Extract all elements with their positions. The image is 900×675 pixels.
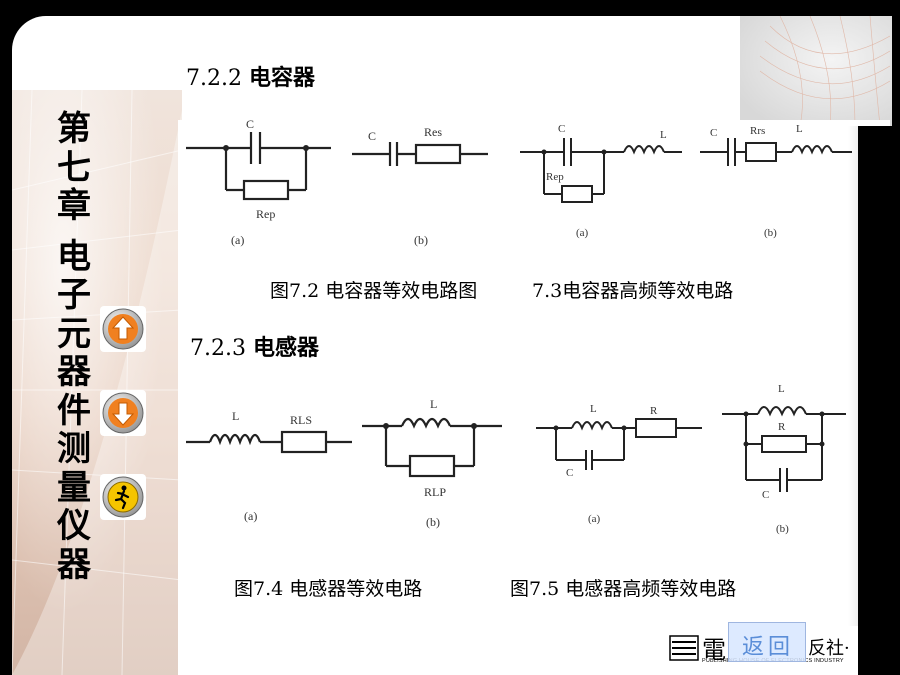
chapter-char: 章 (57, 186, 91, 226)
circuit-fig74-a: L RLS (a) (186, 409, 352, 523)
label-b: (b) (764, 227, 777, 239)
return-button[interactable]: 返回 (728, 622, 806, 662)
circuit-fig72-b: C Res (b) (352, 125, 488, 247)
circuit-fig75-a: L R C (a) (536, 403, 702, 525)
label-C: C (566, 467, 573, 479)
nav-exit-button[interactable] (100, 474, 146, 520)
label-L: L (232, 409, 239, 423)
section-number: 7.2.3 (190, 336, 246, 361)
label-C: C (558, 123, 565, 135)
label-b: (b) (426, 515, 440, 529)
return-button-label: 返回 (741, 635, 794, 660)
exit-runner-icon (102, 476, 144, 518)
right-edge-shade (848, 126, 860, 626)
circuit-fig74-b: L RLP (b) (362, 397, 502, 529)
chapter-char: 子 (57, 275, 91, 315)
label-C: C (762, 489, 769, 501)
nav-up-button[interactable] (100, 306, 146, 352)
chapter-char: 件 (57, 390, 91, 431)
circuit-fig73-a: C L Rep (a) (520, 123, 682, 239)
chapter-char: 元 (57, 313, 91, 354)
chapter-char: 电 (57, 236, 91, 277)
up-arrow-icon (102, 308, 144, 350)
label-a: (a) (576, 227, 589, 239)
chapter-char: 七 (57, 147, 91, 188)
caption-fig73: 7.3电容器高频等效电路 (532, 280, 734, 302)
label-C: C (246, 118, 254, 131)
label-Rrs: Rrs (750, 125, 765, 137)
decorative-wireframe (740, 16, 892, 126)
section-number: 7.2.2 (186, 66, 242, 91)
chapter-char: 器 (57, 352, 91, 392)
section-heading-capacitor: 7.2.2 电容器 (186, 60, 315, 92)
label-a: (a) (244, 509, 257, 523)
chapter-char: 量 (57, 467, 91, 508)
label-L: L (590, 403, 597, 415)
caption-fig75: 图7.5 电感器高频等效电路 (510, 578, 737, 600)
label-a: (a) (231, 233, 244, 247)
section-heading-inductor: 7.2.3 电感器 (190, 330, 319, 362)
label-R: R (650, 405, 658, 417)
label-b: (b) (414, 233, 428, 247)
section-title: 电感器 (252, 336, 319, 361)
label-C: C (710, 127, 717, 139)
circuit-fig73-b: C Rrs L (b) (700, 123, 852, 239)
label-a: (a) (588, 513, 601, 525)
label-C: C (368, 129, 376, 143)
label-b: (b) (776, 523, 789, 535)
publisher-name-left: 電 (702, 636, 726, 664)
publisher-name-right: 反社· (808, 638, 850, 659)
label-Rep: Rep (256, 207, 275, 221)
label-RLP: RLP (424, 485, 446, 499)
label-L: L (660, 129, 667, 141)
nav-down-button[interactable] (100, 390, 146, 436)
label-Res: Res (424, 125, 442, 139)
chapter-char: 器 (57, 544, 91, 585)
circuit-fig75-b: L R C (b) (722, 383, 846, 535)
chapter-char: 仪 (57, 506, 91, 546)
label-Rep: Rep (546, 171, 564, 183)
caption-fig74: 图7.4 电感器等效电路 (234, 578, 423, 600)
circuit-fig72-a: C Rep (a) (186, 118, 331, 247)
chapter-title: 第 七 章 电 子 元 器 件 测 量 仪 器 (50, 110, 98, 584)
section-title: 电容器 (248, 66, 315, 91)
label-L: L (430, 397, 437, 411)
label-R: R (778, 421, 786, 433)
content-area (178, 120, 890, 675)
publisher-logo-icon (669, 635, 699, 661)
label-L: L (796, 123, 803, 135)
down-arrow-icon (102, 392, 144, 434)
caption-fig72: 图7.2 电容器等效电路图 (270, 280, 478, 302)
right-edge-bar (858, 126, 900, 675)
left-decorative-strip (12, 90, 182, 675)
chapter-char: 第 (57, 109, 91, 149)
chapter-char: 测 (57, 429, 91, 469)
label-RLS: RLS (290, 413, 312, 427)
label-L: L (778, 383, 785, 395)
